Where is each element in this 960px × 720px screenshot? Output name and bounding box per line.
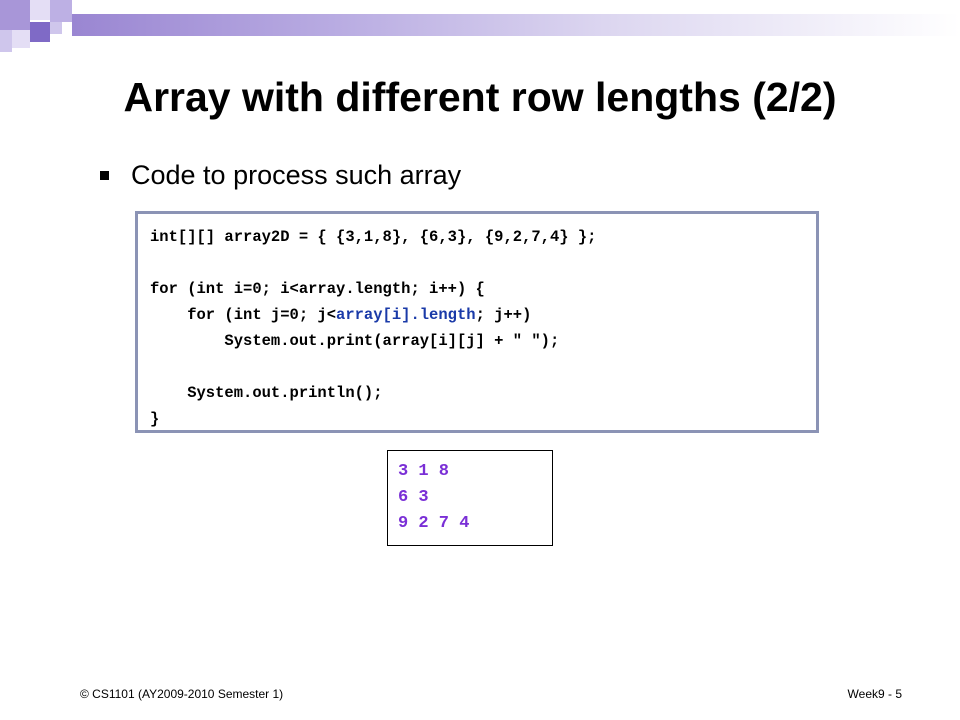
output-line: 9 2 7 4 xyxy=(398,514,470,533)
corner-square xyxy=(0,30,12,52)
code-line: System.out.println(); xyxy=(150,384,383,402)
square-bullet-icon xyxy=(100,171,109,180)
corner-square xyxy=(50,22,62,34)
corner-square xyxy=(30,0,50,20)
code-line: int[][] array2D = { {3,1,8}, {6,3}, {9,2… xyxy=(150,228,597,246)
program-output: 3 1 8 6 3 9 2 7 4 xyxy=(387,450,553,546)
header-gradient-bar xyxy=(72,14,960,36)
footer-copyright: © CS1101 (AY2009-2010 Semester 1) xyxy=(80,687,284,701)
code-line: System.out.print(array[i][j] + " "); xyxy=(150,332,560,350)
code-block: int[][] array2D = { {3,1,8}, {6,3}, {9,2… xyxy=(135,211,819,433)
code-blank-line xyxy=(150,250,804,276)
corner-square xyxy=(50,0,72,22)
code-segment: ; j++) xyxy=(475,306,532,324)
code-line: } xyxy=(150,410,160,428)
output-line: 3 1 8 xyxy=(398,462,450,481)
code-line: for (int i=0; i<array.length; i++) { xyxy=(150,280,485,298)
footer-page-number: Week9 - 5 xyxy=(847,687,902,701)
code-line: for (int j=0; j<array[i].length; j++) xyxy=(150,302,804,328)
corner-square xyxy=(0,0,30,30)
corner-square xyxy=(12,30,30,48)
corner-square xyxy=(30,22,50,42)
code-segment: for (int j=0; j< xyxy=(150,306,337,324)
slide-title: Array with different row lengths (2/2) xyxy=(123,74,837,120)
code-blank-line xyxy=(150,354,804,380)
code-highlight: array[i].length xyxy=(336,306,476,324)
bullet-item: Code to process such array xyxy=(100,160,461,191)
bullet-text: Code to process such array xyxy=(131,160,462,190)
output-line: 6 3 xyxy=(398,488,429,507)
